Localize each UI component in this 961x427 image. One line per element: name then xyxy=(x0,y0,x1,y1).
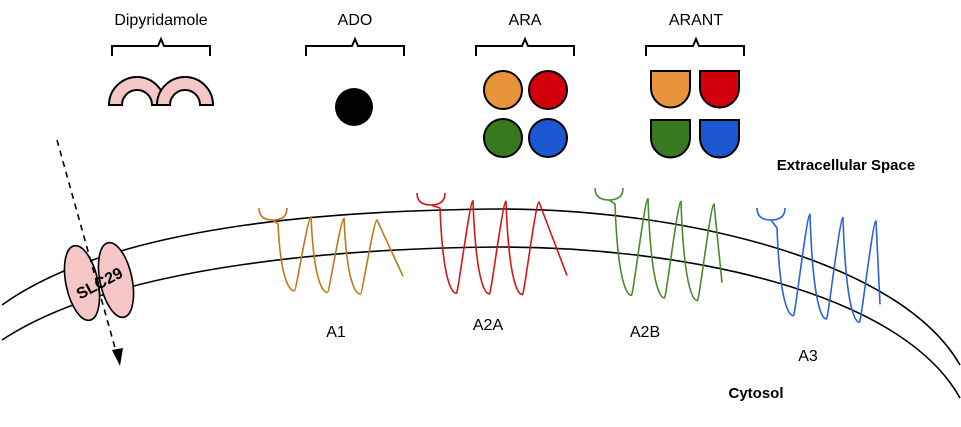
a3-receptor xyxy=(756,207,881,324)
arant-blue-shield-icon xyxy=(699,119,740,159)
a2b-label: A2B xyxy=(630,324,660,341)
a1-label: A1 xyxy=(326,324,346,341)
dipyridamole-brace xyxy=(111,36,211,56)
ara-orange-circle-icon xyxy=(483,70,523,110)
cytosol-label: Cytosol xyxy=(728,385,783,402)
a2a-label: A2A xyxy=(473,317,504,334)
slc29-transporter xyxy=(63,241,135,322)
arant-green-shield-icon xyxy=(650,119,691,159)
ado-icon xyxy=(335,88,373,126)
arant-red-shield-icon xyxy=(699,70,740,109)
membrane-outer-line xyxy=(1,208,961,366)
membrane-inner-line xyxy=(1,246,961,399)
extracellular-space-label: Extracellular Space xyxy=(777,157,915,174)
a3-label: A3 xyxy=(798,348,818,365)
transport-arrow-icon xyxy=(56,139,123,366)
arant-orange-shield-icon xyxy=(650,70,691,109)
ara-green-circle-icon xyxy=(483,118,523,158)
ara-blue-circle-icon xyxy=(528,118,568,158)
ara-red-circle-icon xyxy=(528,70,568,110)
dipyridamole-label: Dipyridamole xyxy=(114,12,207,29)
arant-brace xyxy=(645,36,745,56)
ara-brace xyxy=(475,36,575,56)
a2a-receptor xyxy=(416,192,568,296)
ado-brace xyxy=(305,36,405,56)
a1-receptor xyxy=(258,207,404,295)
arant-label: ARANT xyxy=(669,12,723,29)
ado-label: ADO xyxy=(338,12,373,29)
ara-label: ARA xyxy=(509,12,542,29)
dipyridamole-icon xyxy=(107,76,215,106)
a2b-receptor xyxy=(594,187,723,302)
